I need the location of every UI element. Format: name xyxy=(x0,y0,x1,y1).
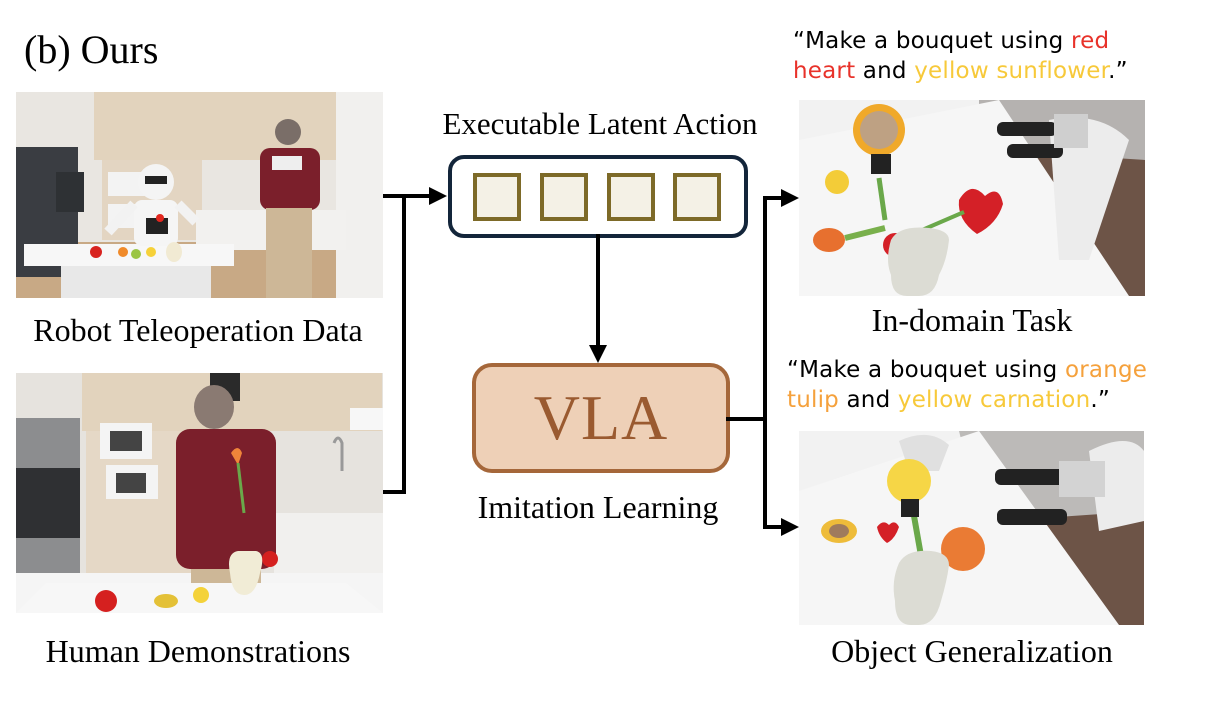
instruction-segment: “Make a bouquet using xyxy=(793,28,1071,54)
human-demonstration-caption: Human Demonstrations xyxy=(45,633,351,669)
in-domain-instruction: “Make a bouquet using red heart and yello… xyxy=(793,26,1128,86)
robot-teleoperation-photo xyxy=(16,92,383,298)
latent-action-label: Executable Latent Action xyxy=(442,106,758,141)
instruction-segment: orange xyxy=(1064,357,1148,383)
latent-token-2 xyxy=(540,173,588,221)
in-domain-caption: In-domain Task xyxy=(871,302,1073,338)
instruction-segment: tulip xyxy=(787,387,839,413)
object-generalization-caption: Object Generalization xyxy=(831,633,1113,669)
instruction-segment: heart xyxy=(793,58,856,84)
instruction-segment: .” xyxy=(1090,387,1110,413)
human-to-junction-line xyxy=(383,196,406,494)
instruction-segment: “Make a bouquet using xyxy=(787,357,1065,383)
instruction-segment: .” xyxy=(1108,58,1128,84)
instruction-segment: and xyxy=(838,387,898,413)
figure-title: (b) Ours xyxy=(24,27,159,72)
latent-token-1 xyxy=(473,173,521,221)
vla-input-arrowhead xyxy=(589,345,607,363)
latent-token-3 xyxy=(607,173,655,221)
instruction-segment: yellow sunflower xyxy=(914,58,1109,84)
robot-teleoperation-caption: Robot Teleoperation Data xyxy=(33,312,363,348)
object-generalization-photo xyxy=(799,431,1144,625)
generalization-arrowhead xyxy=(781,518,799,536)
imitation-learning-caption: Imitation Learning xyxy=(477,489,719,525)
latent-token-4 xyxy=(673,173,721,221)
generalization-instruction: “Make a bouquet using orange tulip and ye… xyxy=(787,355,1147,415)
instruction-segment: red xyxy=(1070,28,1110,54)
instruction-segment: yellow carnation xyxy=(897,387,1091,413)
latent-input-arrowhead xyxy=(429,187,447,205)
vla-box: VLA xyxy=(472,363,730,473)
in-domain-task-photo xyxy=(799,100,1145,296)
in-domain-arrowhead xyxy=(781,189,799,207)
human-demonstration-photo xyxy=(16,373,383,613)
instruction-segment: and xyxy=(855,58,915,84)
vla-label: VLA xyxy=(533,382,669,453)
